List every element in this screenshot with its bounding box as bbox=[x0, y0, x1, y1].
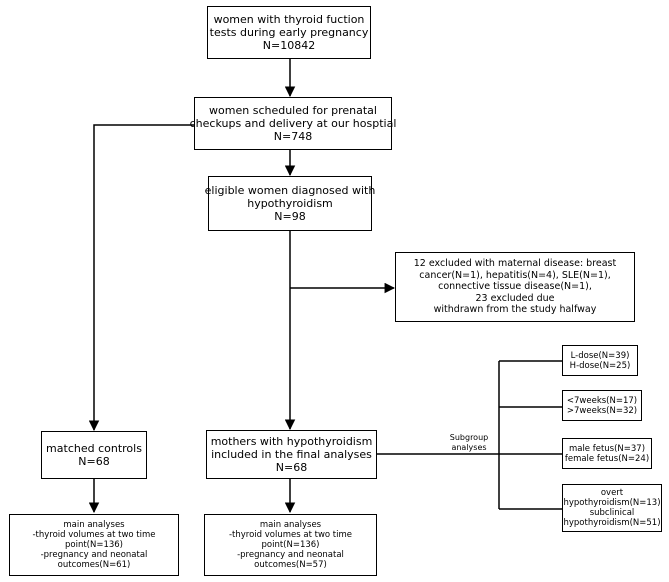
node-weeks-line: >7weeks(N=32) bbox=[566, 405, 638, 416]
node-dose-line: H-dose(N=25) bbox=[569, 360, 631, 371]
node-type: overt hypothyroidism(N=13) subclinical h… bbox=[562, 484, 662, 532]
node-eligible: eligible women diagnosed with hypothyroi… bbox=[205, 176, 375, 231]
node-dose: L-dose(N=39) H-dose(N=25) bbox=[562, 345, 638, 376]
node-final-line: N=68 bbox=[275, 461, 308, 474]
node-type-line: overt bbox=[600, 488, 624, 498]
node-final-line: mothers with hypothyroidism bbox=[210, 435, 373, 448]
node-scheduled-line: checkups and delivery at our hosptial bbox=[189, 117, 397, 130]
node-weeks-line: <7weeks(N=17) bbox=[566, 395, 638, 406]
arrow-scheduled-to-controls bbox=[88, 124, 194, 432]
node-tested-line: tests during early pregnancy bbox=[209, 26, 369, 39]
connectors bbox=[88, 59, 562, 514]
node-eligible-line: hypothyroidism bbox=[247, 197, 333, 210]
node-final-analyses-line: -thyroid volumes at two time bbox=[228, 530, 353, 540]
node-type-line: subclinical bbox=[589, 508, 635, 518]
node-weeks: <7weeks(N=17) >7weeks(N=32) bbox=[562, 390, 642, 421]
node-excluded-line: connective tissue disease(N=1), bbox=[438, 281, 592, 293]
node-scheduled: women scheduled for prenatal checkups an… bbox=[190, 97, 396, 150]
node-controls-line: N=68 bbox=[78, 455, 110, 468]
node-final-analyses-line: outcomes(N=57) bbox=[254, 560, 327, 570]
node-type-line: hypothyroidism(N=51) bbox=[563, 518, 661, 528]
node-dose-line: L-dose(N=39) bbox=[570, 350, 630, 361]
node-tested-line: women with thyroid fuction bbox=[213, 13, 365, 26]
node-tested-line: N=10842 bbox=[262, 39, 316, 52]
node-final-analyses: main analyses -thyroid volumes at two ti… bbox=[204, 514, 377, 576]
node-final-analyses-line: main analyses bbox=[259, 520, 322, 530]
node-final-analyses-line: point(N=136) bbox=[261, 540, 320, 550]
node-controls-analyses-line: -pregnancy and neonatal bbox=[40, 550, 148, 560]
node-tested: women with thyroid fuction tests during … bbox=[207, 6, 371, 59]
node-controls-analyses-line: outcomes(N=61) bbox=[57, 560, 131, 570]
subgroup-label-line: analyses bbox=[451, 443, 487, 452]
node-excluded-line: 23 excluded due bbox=[475, 292, 555, 304]
node-fetus-line: female fetus(N=24) bbox=[564, 453, 650, 464]
node-scheduled-line: women scheduled for prenatal bbox=[209, 104, 377, 117]
node-controls-analyses: main analyses -thyroid volumes at two ti… bbox=[9, 514, 179, 576]
node-excluded: 12 excluded with maternal disease: breas… bbox=[395, 252, 635, 322]
node-excluded-line: 12 excluded with maternal disease: breas… bbox=[413, 258, 617, 270]
node-final-analyses-line: -pregnancy and neonatal bbox=[237, 550, 344, 560]
node-excluded-line: withdrawn from the study halfway bbox=[433, 304, 597, 316]
node-scheduled-line: N=748 bbox=[273, 130, 313, 143]
node-type-line: hypothyroidism(N=13) bbox=[563, 498, 661, 508]
node-eligible-line: eligible women diagnosed with bbox=[204, 184, 376, 197]
node-controls-analyses-line: point(N=136) bbox=[64, 540, 123, 550]
node-fetus-line: male fetus(N=37) bbox=[568, 443, 646, 454]
node-controls-analyses-line: -thyroid volumes at two time bbox=[32, 530, 156, 540]
subgroup-label-line: Subgroup bbox=[449, 433, 489, 442]
node-excluded-line: cancer(N=1), hepatitis(N=4), SLE(N=1), bbox=[419, 269, 611, 281]
node-final-line: included in the final analyses bbox=[211, 448, 372, 461]
node-controls-line: matched controls bbox=[46, 442, 142, 455]
node-eligible-line: N=98 bbox=[274, 210, 306, 223]
subgroup-label: Subgroup analyses bbox=[440, 433, 498, 453]
node-final: mothers with hypothyroidism included in … bbox=[206, 430, 377, 479]
node-controls-analyses-line: main analyses bbox=[63, 520, 125, 530]
node-controls: matched controls N=68 bbox=[41, 431, 147, 479]
node-fetus: male fetus(N=37) female fetus(N=24) bbox=[562, 438, 652, 469]
